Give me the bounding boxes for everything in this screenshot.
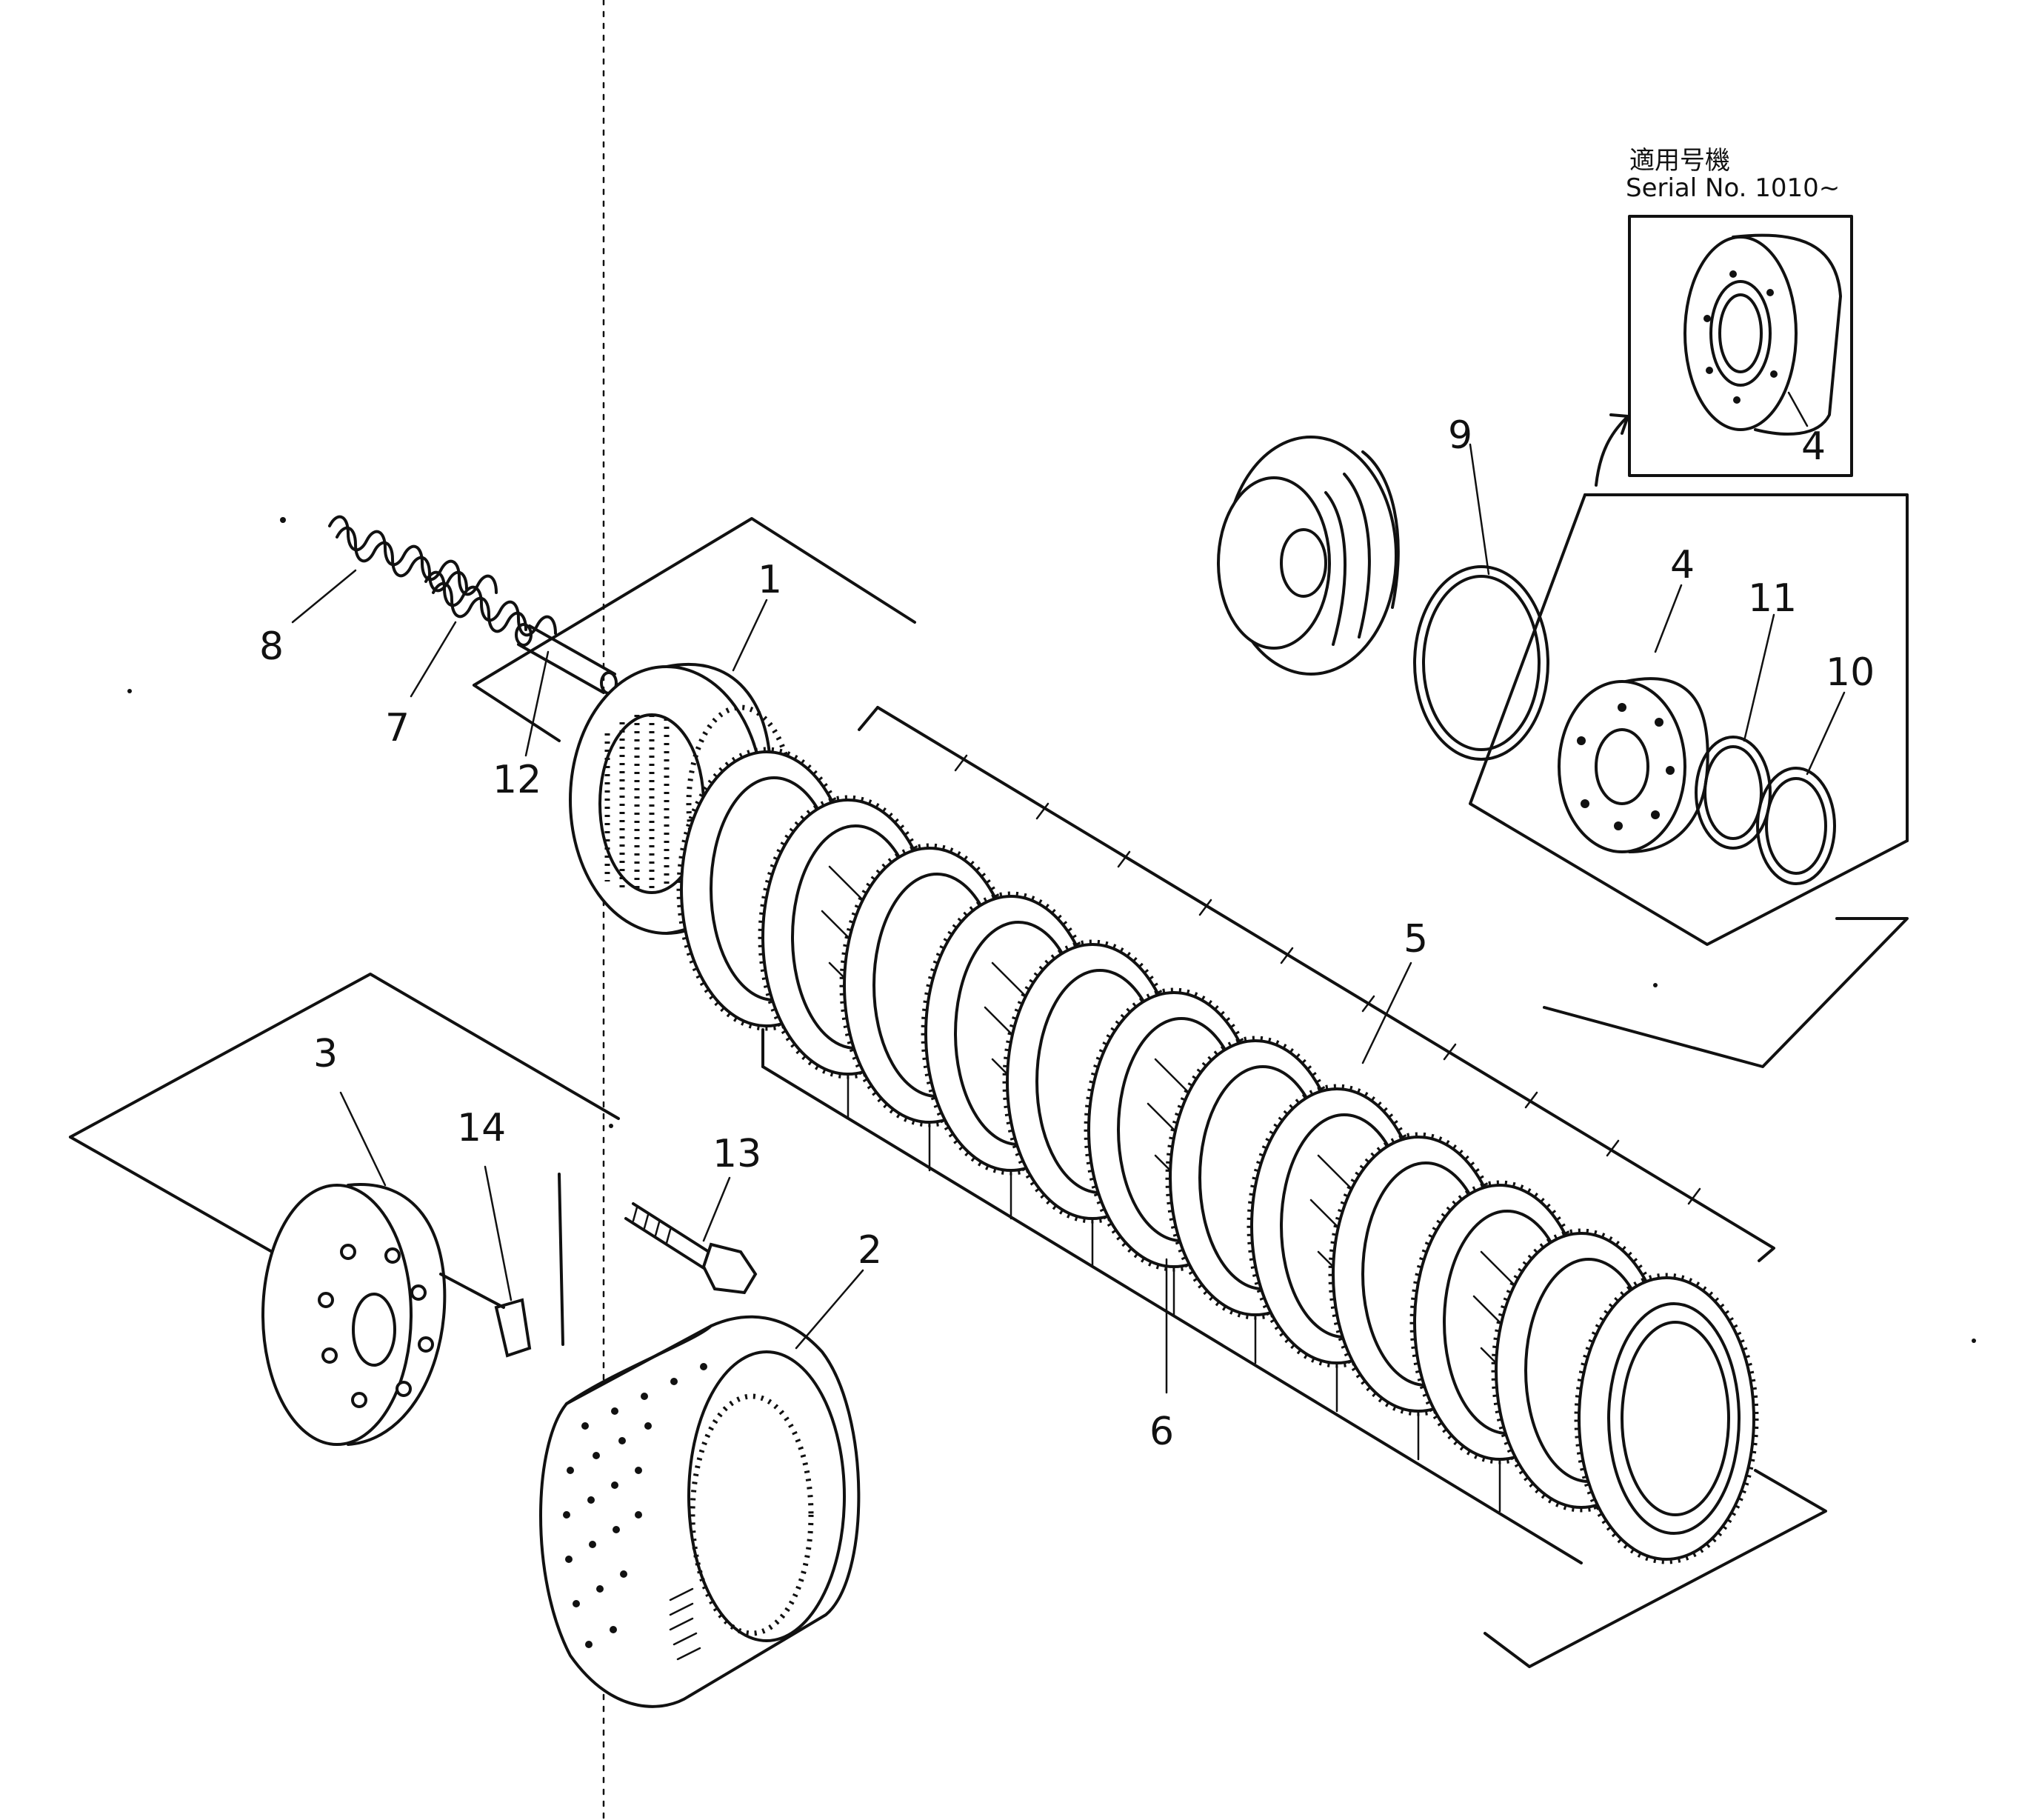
part-9-snap-ring	[1413, 565, 1549, 761]
plate	[1574, 1273, 1759, 1564]
callout-1: 1	[758, 558, 782, 602]
lower-bracket-top	[69, 973, 620, 1139]
callout-6: 6	[1149, 1410, 1174, 1454]
hub-bracket-side	[473, 684, 561, 742]
part-13-bolt	[624, 1202, 758, 1295]
part-2-ring-gear	[539, 1315, 861, 1708]
part-8-spring	[328, 515, 498, 596]
pack-bracket-topleft	[858, 706, 879, 731]
callout-3: 3	[313, 1032, 338, 1076]
right-group-bracket-bottom	[1543, 917, 1909, 1068]
right-group-bracket-top	[1584, 493, 1909, 842]
leader-2	[795, 1269, 864, 1350]
hub-bracket-top	[473, 517, 916, 687]
leader-11	[1743, 613, 1775, 742]
callout-7: 7	[385, 706, 410, 750]
plate-step-dividers	[847, 754, 1701, 1513]
callout-14: 14	[457, 1106, 506, 1150]
inset-piston-part-4	[1683, 233, 1842, 436]
serial-note-en: Serial No. 1010~	[1626, 173, 1840, 203]
pack-bracket-end	[1484, 1469, 1827, 1668]
callout-10: 10	[1826, 650, 1875, 695]
callout-2: 2	[858, 1228, 882, 1273]
scan-specks	[127, 517, 1976, 1343]
part-12-pin	[515, 623, 618, 695]
callout-4-inset: 4	[1801, 424, 1826, 469]
leader-13	[702, 1176, 731, 1242]
callout-4-main: 4	[1670, 543, 1695, 587]
part-10-seal-ring	[1756, 767, 1836, 885]
leader-8	[291, 569, 357, 624]
serial-note-jp: 適用号機	[1629, 146, 1730, 176]
part-14-lock-plate	[439, 1273, 532, 1358]
leader-4-inset	[1787, 391, 1809, 427]
callout-12: 12	[493, 758, 541, 802]
leader-9	[1469, 443, 1490, 576]
lower-bracket-left	[69, 1136, 287, 1261]
part-11-seal-ring	[1695, 736, 1772, 850]
callout-9: 9	[1448, 413, 1472, 458]
leader-7	[410, 621, 457, 698]
leader-14	[484, 1165, 513, 1301]
part-7-spring	[424, 570, 557, 637]
clutch-cover	[1217, 436, 1400, 676]
callout-13: 13	[713, 1132, 761, 1176]
pack-bracket-bottom	[761, 1065, 1583, 1564]
callout-5: 5	[1404, 917, 1428, 961]
leader-12	[524, 650, 550, 757]
inset-arrow	[1595, 417, 1627, 487]
leader-10	[1806, 691, 1846, 776]
pack-bracket-top	[876, 706, 1775, 1262]
leader-5	[1361, 961, 1412, 1064]
right-group-bracket-side	[1469, 493, 1909, 946]
leader-3	[339, 1091, 387, 1187]
clutch-plate-stack	[676, 747, 1759, 1564]
serial-note: 適用号機 Serial No. 1010~	[1626, 146, 1840, 203]
leader-1	[732, 599, 768, 672]
lower-bracket-right	[558, 1173, 564, 1346]
callout-8: 8	[259, 624, 284, 669]
callout-11: 11	[1748, 576, 1797, 621]
inset-frame	[1628, 215, 1853, 477]
leader-4-main	[1654, 584, 1683, 653]
part-4-piston	[1558, 677, 1709, 853]
part-3-end-plate	[261, 1183, 447, 1446]
